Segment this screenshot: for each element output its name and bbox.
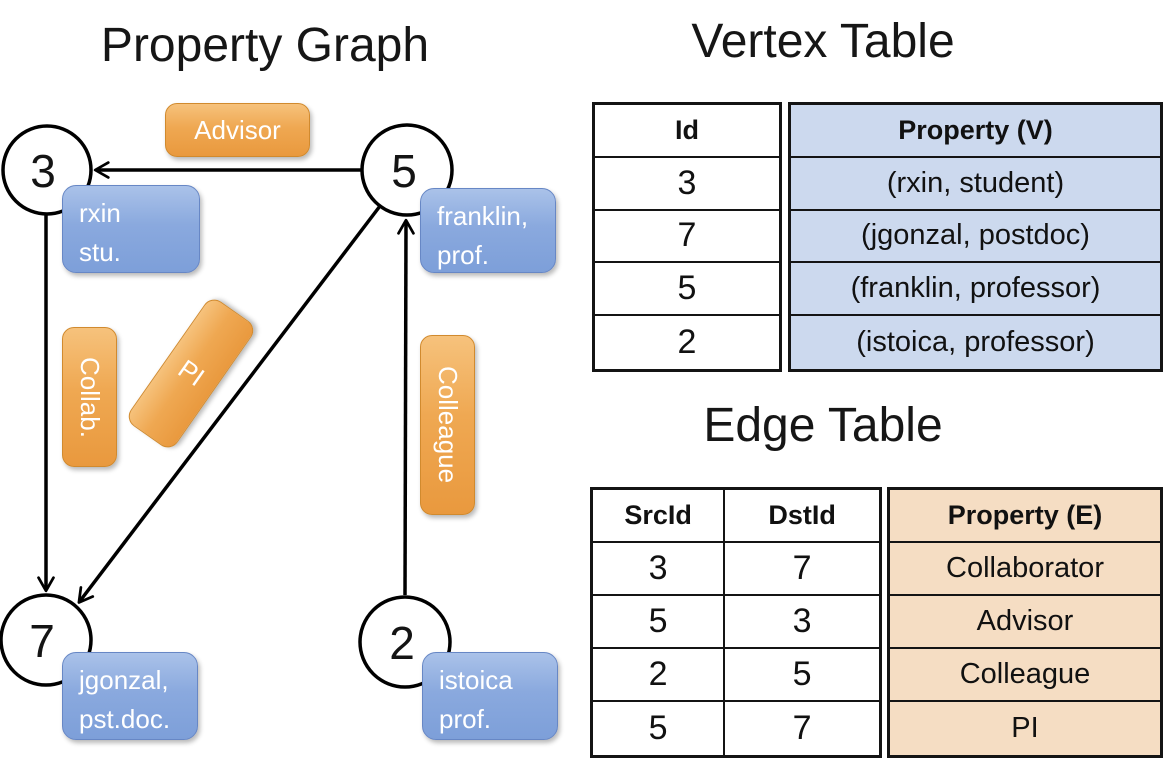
edge-table-header-srcid: SrcId [593, 490, 726, 543]
vertex-table-row-id: 7 [595, 211, 779, 264]
vertex-property-franklin-line2: prof. [437, 240, 490, 270]
edge-2-5-colleague [397, 218, 415, 596]
edge-table-id-columns: SrcId DstId 3 7 5 3 2 5 5 7 [590, 487, 882, 758]
edge-table-row-dstid: 7 [725, 543, 879, 596]
vertex-table-header-id: Id [595, 105, 779, 158]
edge-table-title: Edge Table [703, 399, 943, 452]
edge-table-header-dstid: DstId [725, 490, 879, 543]
edge-table-row-property: Advisor [890, 596, 1160, 649]
vertex-property-franklin-line1: franklin, [437, 201, 529, 231]
vertex-table-row-property: (franklin, professor) [791, 263, 1160, 317]
vertex-table-row-property: (jgonzal, postdoc) [791, 210, 1160, 264]
property-graph-title: Property Graph [100, 19, 430, 72]
vertex-property-istoica-line2: prof. [439, 704, 492, 734]
graph-edges [37, 161, 415, 604]
edge-label-collab-text: Collab. [75, 356, 105, 438]
vertex-table-header-property: Property (V) [791, 105, 1160, 158]
vertex-property-jgonzal-line1: jgonzal, [79, 665, 169, 695]
edge-5-7-pi [77, 204, 382, 604]
edge-table-row-property: Collaborator [890, 543, 1160, 596]
vertex-property-box-jgonzal: jgonzal, pst.doc. [62, 652, 198, 740]
vertex-property-box-franklin: franklin, prof. [420, 188, 556, 273]
vertex-property-rxin-line1: rxin [79, 198, 121, 228]
vertex-table-row-id: 5 [595, 263, 779, 317]
node-7-id: 7 [29, 615, 55, 667]
vertex-table-title: Vertex Table [691, 15, 955, 68]
node-5-id: 5 [391, 145, 417, 197]
vertex-table-row-id: 2 [677, 323, 697, 362]
edge-table-row-dstid: 3 [725, 596, 879, 649]
edge-label-colleague-text: Colleague [433, 366, 463, 484]
edge-label-colleague: Colleague [420, 335, 475, 515]
vertex-property-rxin-line2: stu. [79, 237, 121, 267]
edge-label-advisor: Advisor [165, 103, 310, 157]
vertex-table-id-column: Id 3 7 5 2 [592, 102, 782, 372]
vertex-table-row-id: 3 [595, 158, 779, 211]
edge-table-property-column: Property (E) Collaborator Advisor Collea… [887, 487, 1163, 758]
vertex-table-row-property: (istoica, professor) [791, 316, 1160, 369]
node-2-id: 2 [389, 617, 415, 669]
edge-label-pi-text: PI [172, 353, 210, 393]
vertex-table-row-property: (rxin, student) [791, 157, 1160, 211]
vertex-property-jgonzal-line2: pst.doc. [79, 704, 171, 734]
edge-table-row-srcid: 2 [593, 649, 726, 702]
edge-table-row-dstid: 5 [725, 649, 879, 702]
edge-table-header-property: Property (E) [890, 490, 1160, 543]
edge-table-row-dstid: 7 [792, 709, 812, 747]
edge-table-row-srcid: 5 [593, 702, 726, 755]
vertex-property-istoica-line1: istoica [439, 665, 513, 695]
vertex-table-property-column: Property (V) (rxin, student) (jgonzal, p… [788, 102, 1163, 372]
vertex-property-box-rxin: rxin stu. [62, 185, 200, 273]
vertex-property-box-istoica: istoica prof. [422, 652, 558, 740]
edge-label-advisor-text: Advisor [194, 114, 281, 145]
edge-table-row-property: PI [890, 702, 1160, 755]
edge-table-row-srcid: 3 [593, 543, 726, 596]
node-3-id: 3 [30, 145, 56, 197]
edge-table-row-property: Colleague [890, 649, 1160, 702]
edge-table-row-srcid: 5 [593, 596, 726, 649]
edge-label-collab: Collab. [62, 327, 117, 467]
